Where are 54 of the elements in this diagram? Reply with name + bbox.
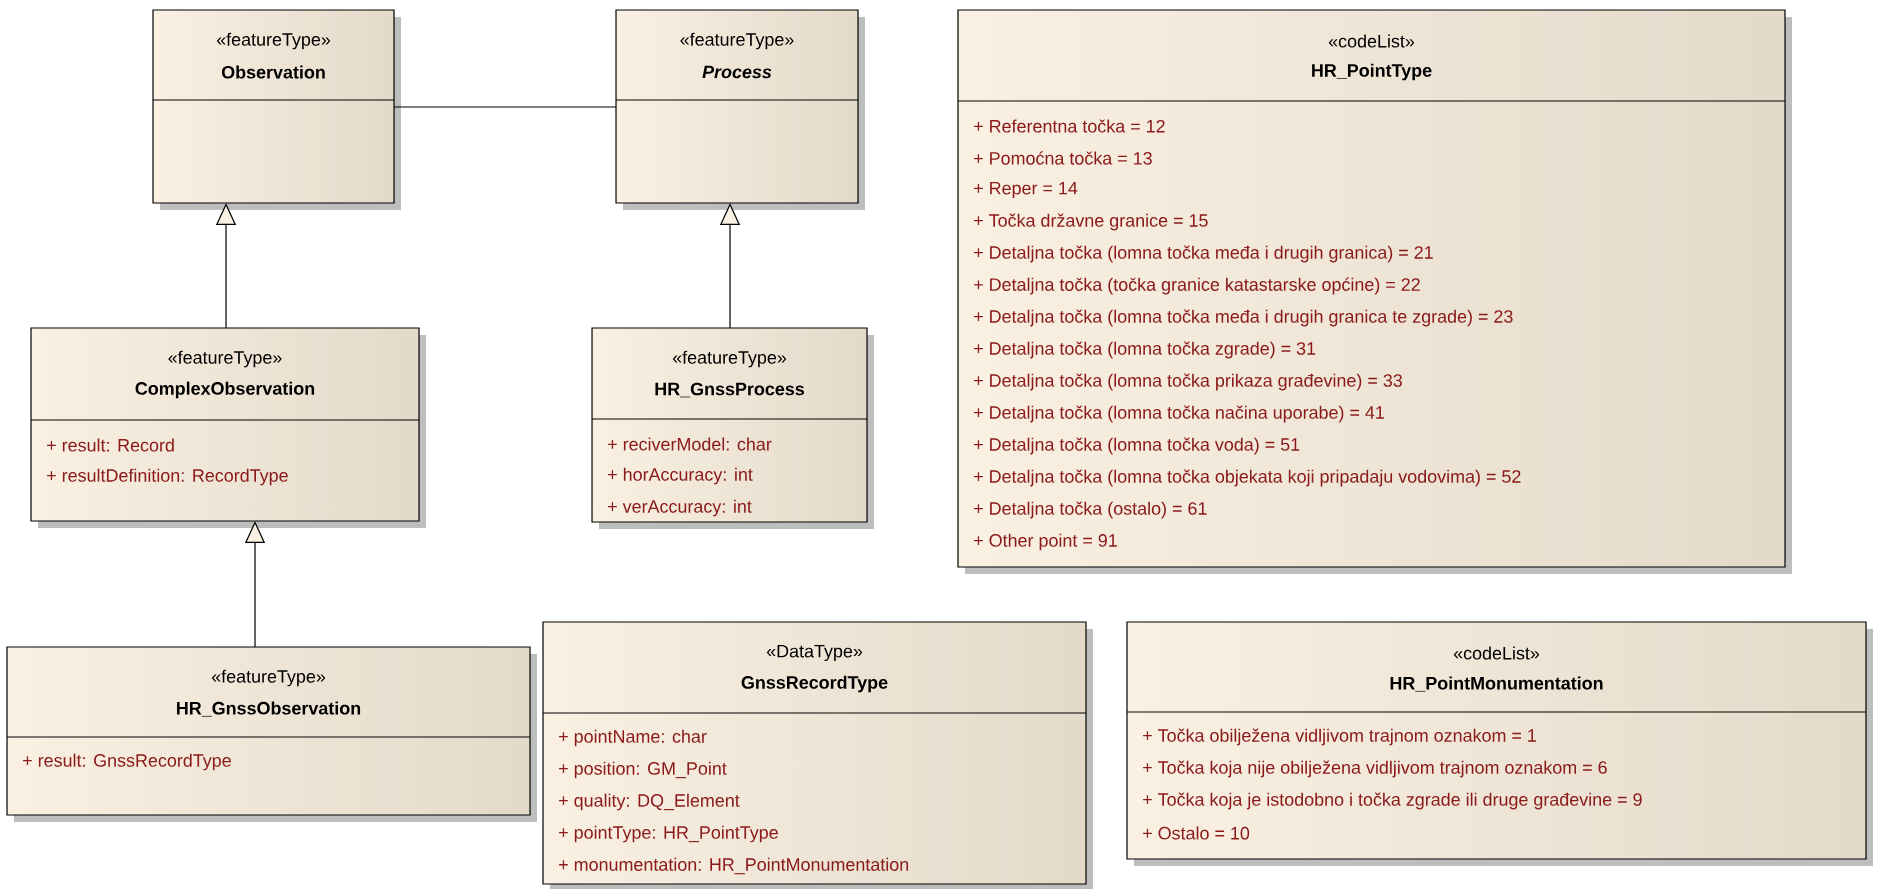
- attribute-text: + monumentation: HR_PointMonumentation: [559, 857, 909, 875]
- attribute-text: + Reper = 14: [974, 181, 1078, 199]
- stereotype-label: «codeList»: [1328, 34, 1415, 48]
- class-box: [542, 621, 1093, 889]
- class-name: GnssRecordType: [741, 675, 888, 693]
- attribute-text: + Detaljna točka (lomna točka prikaza građevine) = 33: [974, 373, 1402, 391]
- class-box: [615, 9, 865, 210]
- attribute-text: + verAccuracy: int: [608, 499, 752, 517]
- attribute-text: + Detaljna točka (lomna točka objekata koji pripadaju vodovima) = 52: [974, 469, 1521, 487]
- attribute-text: + reciverModel: char: [608, 437, 772, 451]
- attribute-text: + Detaljna točka (lomna točka voda) = 51: [974, 437, 1300, 455]
- class-name: Process: [702, 65, 772, 79]
- attribute-text: + horAccuracy: int: [608, 467, 753, 485]
- class-box: [957, 9, 1792, 574]
- attribute-text: + Referentna točka = 12: [974, 119, 1165, 133]
- stereotype-label: «featureType»: [216, 32, 331, 50]
- attribute-text: + pointType: HR_PointType: [559, 825, 778, 843]
- attribute-text: + Ostalo = 10: [1143, 826, 1250, 840]
- attribute-text: + Detaljna točka (lomna točka zgrade) = 31: [974, 341, 1316, 359]
- attribute-text: + Detaljna točka (lomna točka međa i drugih granica te zgrade) = 23: [974, 309, 1513, 327]
- attribute-text: + position: GM_Point: [559, 761, 727, 779]
- class-box: [6, 646, 537, 822]
- class-name: HR_PointType: [1312, 63, 1432, 81]
- attribute-text: + Detaljna točka (lomna točka načina uporabe) = 41: [974, 405, 1384, 423]
- attribute-text: + resultDefinition: RecordType: [47, 468, 288, 486]
- class-name: HR_GnssProcess: [655, 382, 804, 398]
- association-line: [393, 106, 617, 108]
- attribute-text: + Točka obilježena vidljivom trajnom oznakom = 1: [1143, 728, 1536, 746]
- class-box: [1126, 621, 1873, 866]
- attribute-text: + Detaljna točka (točka granice katastarske općine) = 22: [974, 277, 1420, 295]
- stereotype-label: «codeList»: [1453, 646, 1540, 660]
- attribute-text: + Detaljna točka (ostalo) = 61: [974, 501, 1207, 519]
- attribute-text: + result: Record: [47, 438, 174, 452]
- class-name: HR_GnssObservation: [177, 701, 361, 717]
- attribute-text: + pointName: char: [559, 729, 707, 747]
- stereotype-label: «featureType»: [672, 350, 787, 368]
- attribute-text: + Other point = 91: [974, 533, 1117, 551]
- stereotype-label: «featureType»: [211, 669, 326, 687]
- attribute-text: + quality: DQ_Element: [559, 793, 740, 811]
- class-name: HR_PointMonumentation: [1390, 676, 1603, 692]
- class-box: [591, 327, 874, 529]
- stereotype-label: «DataType»: [766, 644, 863, 661]
- stereotype-label: «featureType»: [168, 350, 282, 368]
- attribute-text: + Točka koja je istodobno i točka zgrade ili druge građevine = 9: [1143, 792, 1642, 810]
- attribute-text: + Točka koja nije obilježena vidljivom trajnom oznakom = 6: [1143, 760, 1607, 778]
- attribute-text: + Pomoćna točka = 13: [974, 151, 1152, 165]
- attribute-text: + Točka državne granice = 15: [974, 213, 1208, 231]
- class-box: [152, 9, 401, 210]
- class-name: ComplexObservation: [135, 381, 315, 399]
- attribute-text: + result: GnssRecordType: [23, 753, 231, 771]
- class-name: Observation: [221, 65, 325, 79]
- attribute-text: + Detaljna točka (lomna točka međa i drugih granica) = 21: [974, 245, 1433, 263]
- stereotype-label: «featureType»: [680, 32, 794, 50]
- class-box: [30, 327, 426, 528]
